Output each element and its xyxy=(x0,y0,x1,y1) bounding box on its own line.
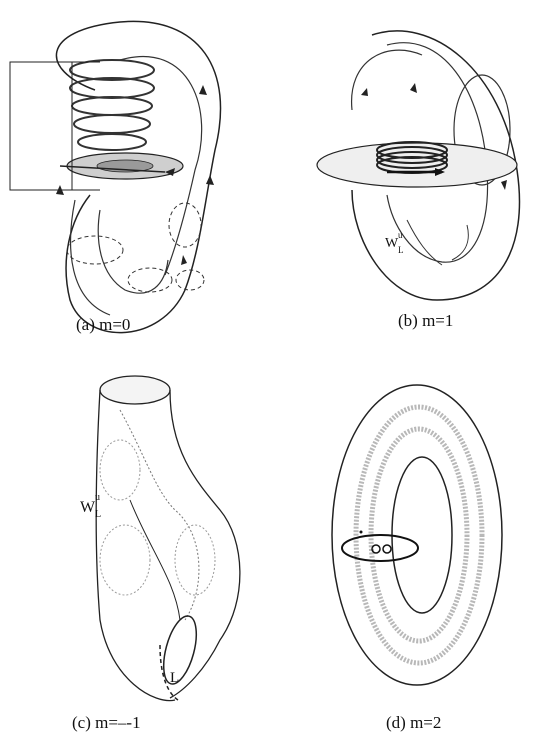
disk-b xyxy=(317,143,517,187)
label-l-c: L xyxy=(170,670,179,686)
caption-c: (c) m=–-1 xyxy=(72,713,141,733)
panel-a: (a) m=0 xyxy=(0,0,267,360)
helix-a xyxy=(70,60,154,150)
label-l-sub-c: L xyxy=(95,509,101,520)
diagram-d xyxy=(267,360,534,744)
zoom-box-a xyxy=(10,62,72,190)
panel-b: W u L (b) m=1 xyxy=(267,0,534,360)
diagram-a xyxy=(0,0,267,360)
label-u-b: u xyxy=(398,230,403,240)
label-u-c: u xyxy=(95,492,100,503)
torus-hole-d xyxy=(392,457,452,613)
tube-right-c xyxy=(170,390,240,698)
torus-top-b xyxy=(352,50,422,110)
caption-a: (a) m=0 xyxy=(76,315,130,335)
tube-core-c xyxy=(130,500,180,620)
manifold-b xyxy=(407,220,468,265)
panel-c: W u L L (c) m=–-1 xyxy=(0,360,267,744)
diagram-c: W u L L xyxy=(0,360,267,744)
tube-left-c xyxy=(96,390,175,701)
panel-d: (d) m=2 xyxy=(267,360,534,744)
tube-inner-c xyxy=(120,410,199,620)
tube-inner-a xyxy=(98,210,168,293)
label-w-c: W xyxy=(80,499,96,516)
label-w-b: W xyxy=(385,236,399,251)
label-l-b: L xyxy=(398,245,404,255)
caption-b: (b) m=1 xyxy=(398,311,453,331)
dashed-sections-c xyxy=(100,440,215,595)
section-1-a xyxy=(67,236,123,264)
diagram-b: W u L xyxy=(267,0,534,360)
caption-d: (d) m=2 xyxy=(386,713,441,733)
tube-top-c xyxy=(100,376,170,404)
